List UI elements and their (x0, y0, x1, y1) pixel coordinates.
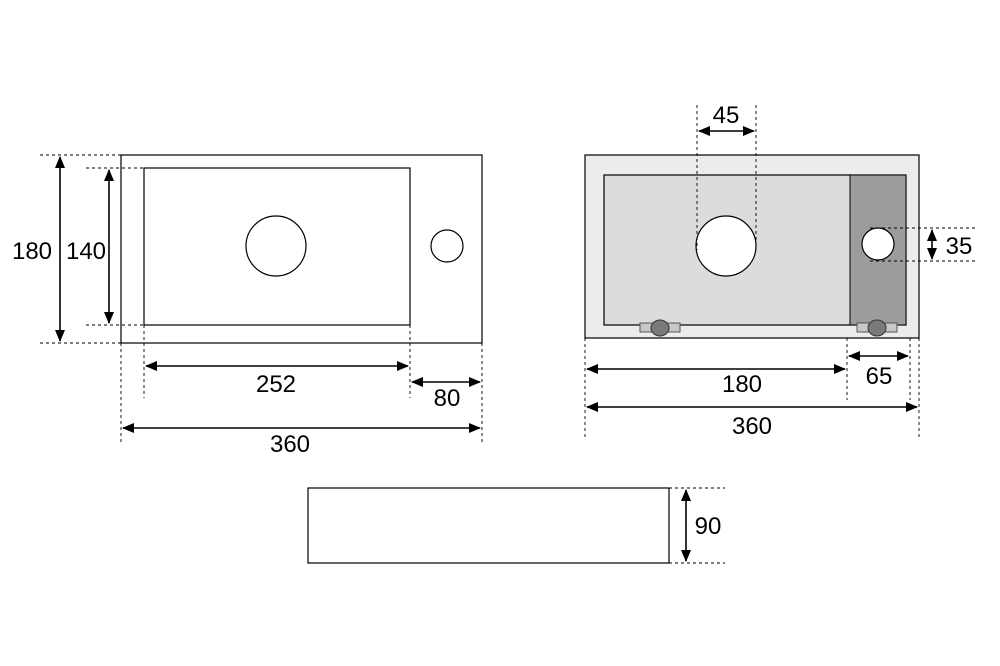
mounting-bracket-left (639, 319, 681, 337)
rear-drain-hole (695, 215, 757, 277)
label-width-total-rear: 360 (732, 413, 772, 440)
drain-hole (245, 215, 307, 277)
label-hole-diameter: 45 (713, 102, 740, 129)
rear-tap-hole (861, 227, 895, 261)
side-view: 90 (307, 487, 725, 564)
side-outline (307, 487, 670, 564)
label-side: 65 (866, 363, 893, 390)
label-height-total: 180 (12, 238, 52, 265)
mounting-bracket-right (856, 319, 898, 337)
label-basin-height: 140 (66, 238, 106, 265)
label-depth: 90 (695, 513, 722, 540)
label-tap-hole: 35 (946, 233, 973, 260)
top-view: 180 140 252 80 360 (12, 154, 483, 458)
label-center: 180 (722, 371, 762, 398)
label-basin-width: 252 (256, 371, 296, 398)
tap-hole (430, 229, 464, 263)
rear-view: 45 35 180 65 360 (584, 102, 975, 440)
label-side-width: 80 (434, 385, 461, 412)
label-width-total: 360 (270, 431, 310, 458)
